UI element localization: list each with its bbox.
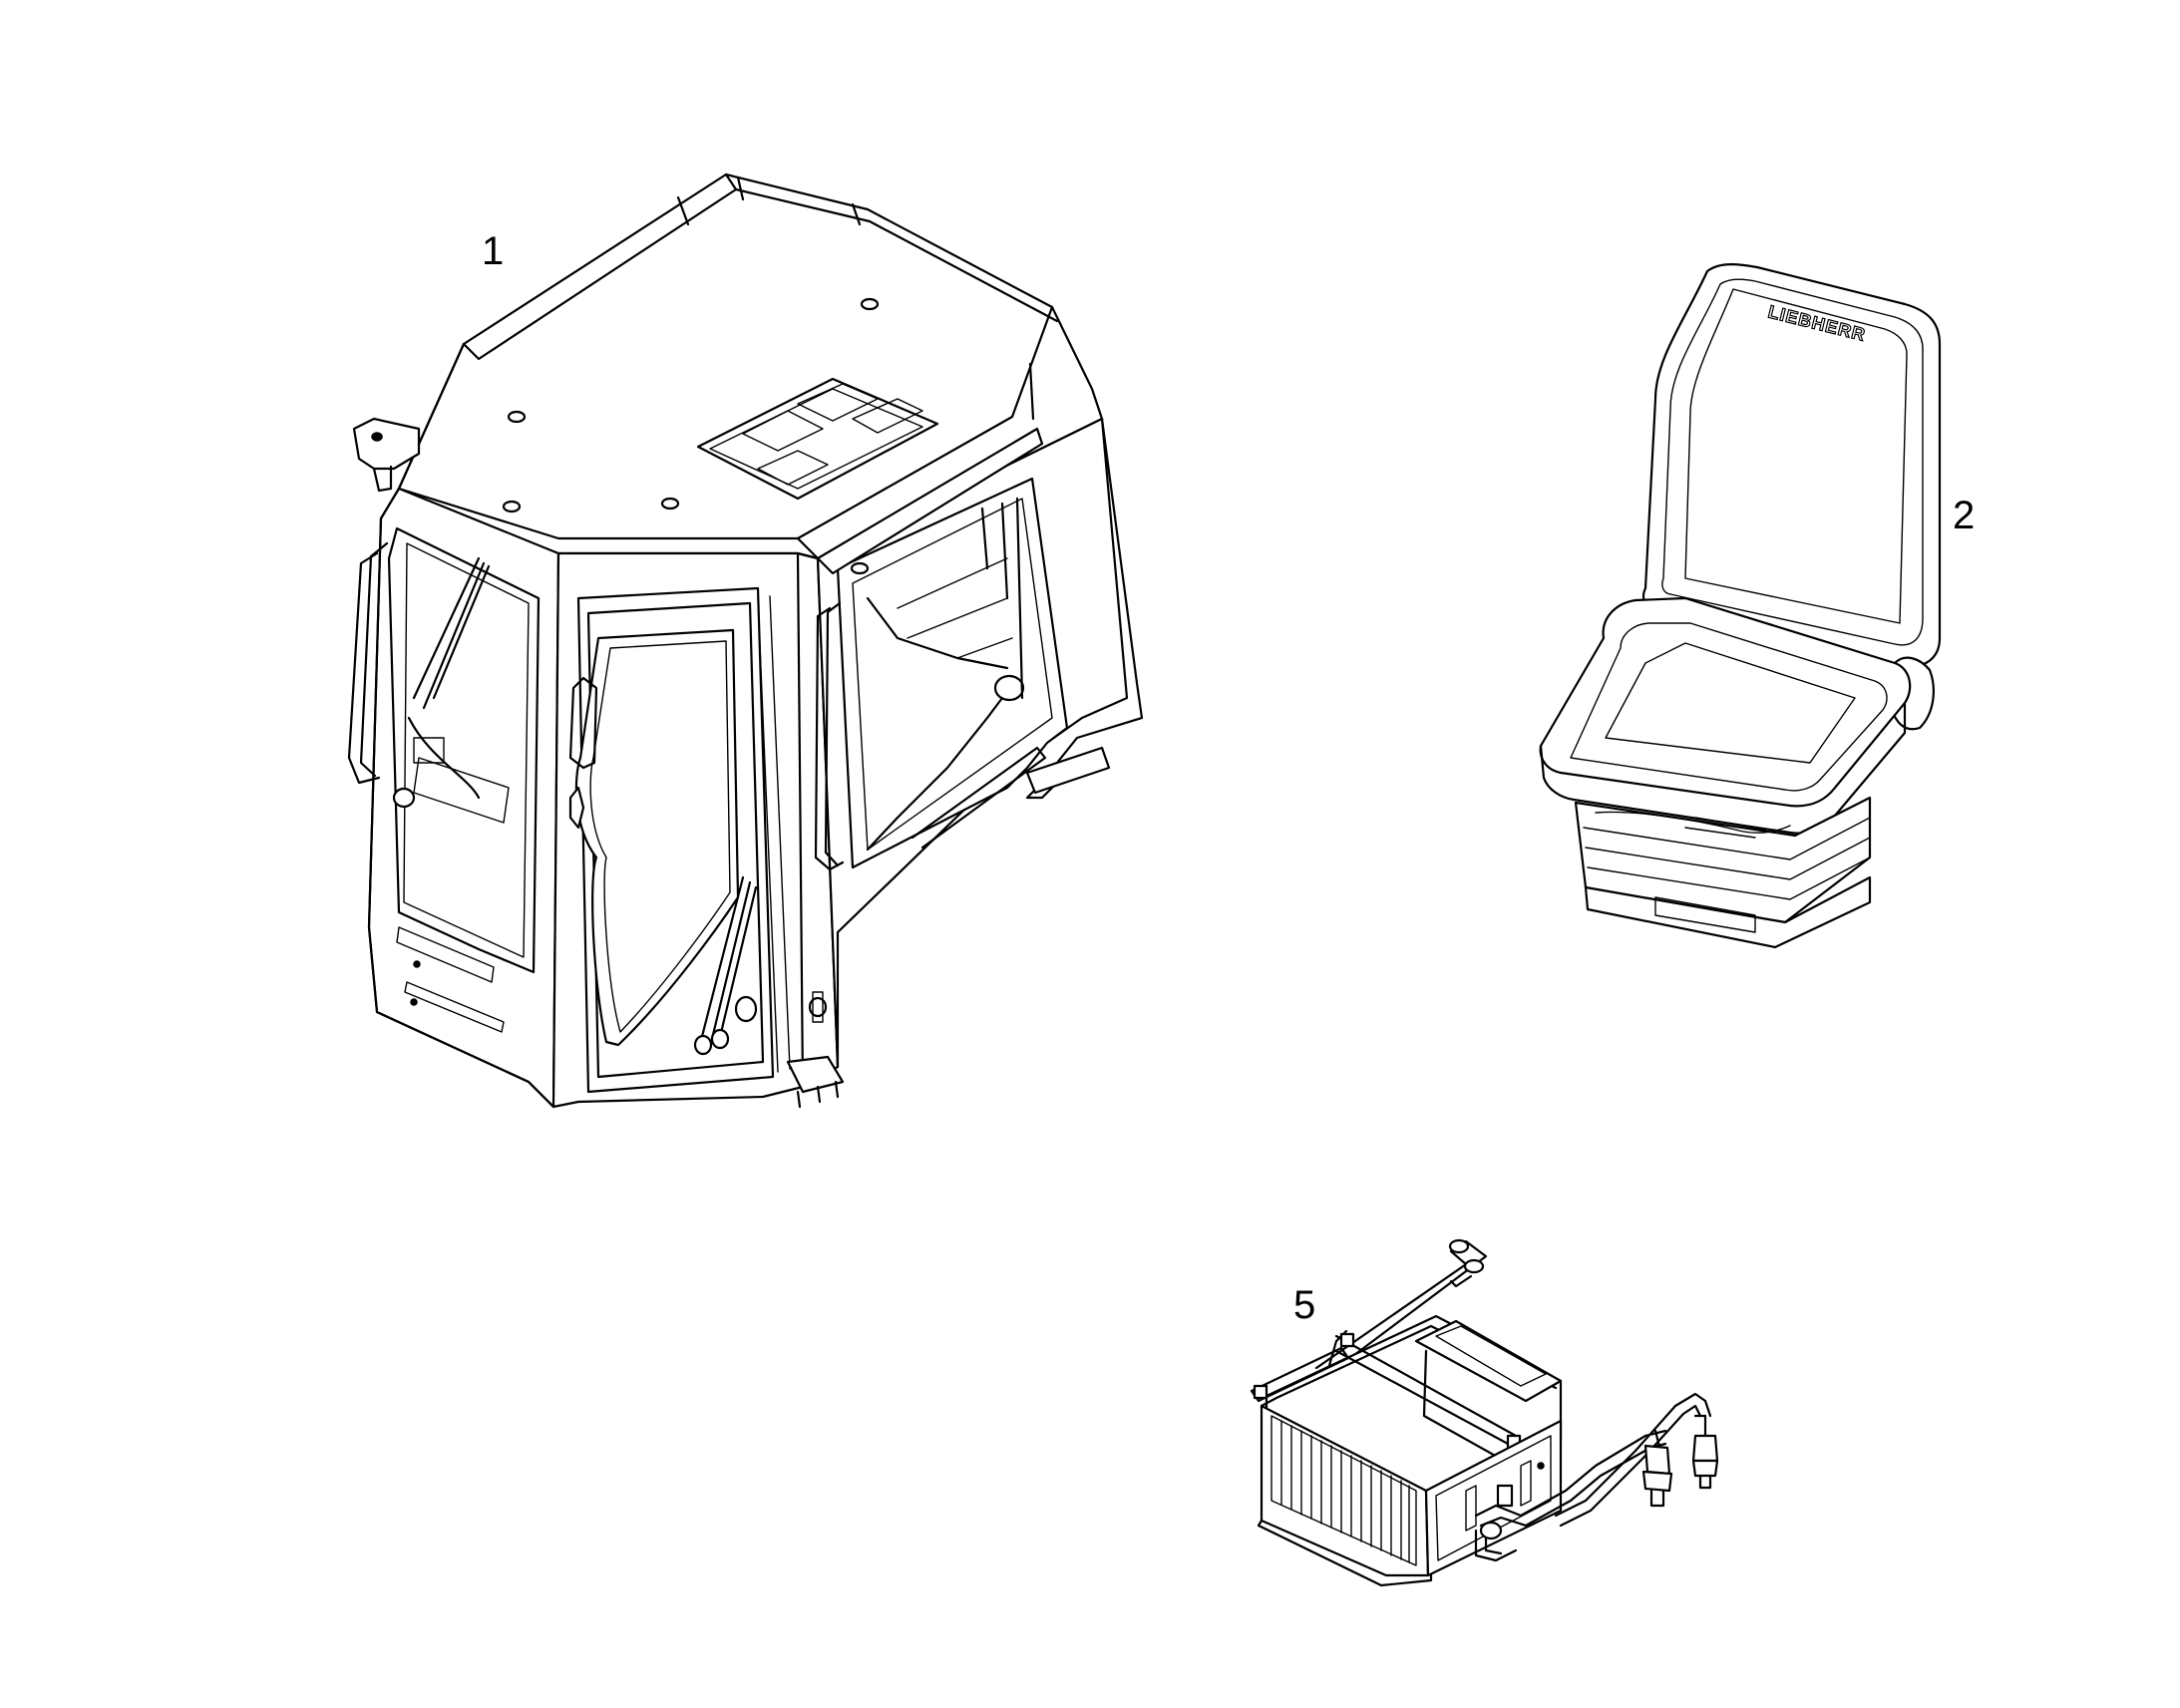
- cab-assembly: [347, 172, 1144, 1109]
- callout-1: 1: [482, 229, 504, 273]
- callout-5: 5: [1293, 1283, 1315, 1327]
- heater-assembly: [1250, 1238, 1719, 1587]
- heater-core-fins: [1280, 1420, 1410, 1563]
- seat-assembly: LIEBHERR: [1539, 263, 1942, 949]
- callout-2: 2: [1953, 494, 1975, 537]
